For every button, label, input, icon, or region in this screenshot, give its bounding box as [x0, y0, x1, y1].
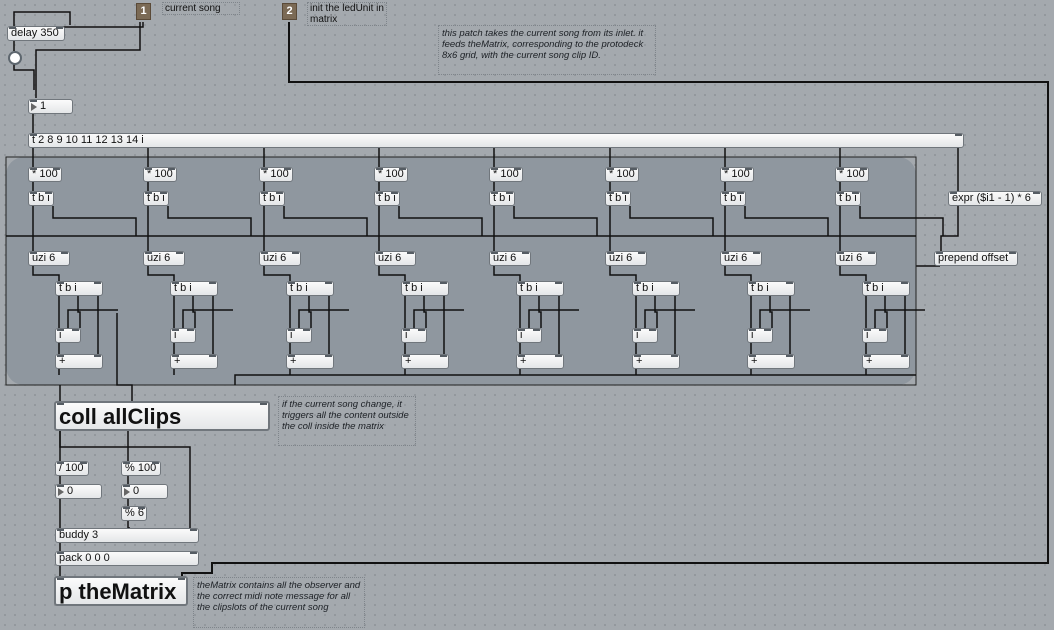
multiply-object[interactable]: * 100 — [835, 167, 869, 182]
trigger-tbi-inner-object[interactable]: t b i — [401, 281, 449, 296]
bang-toggle[interactable] — [8, 51, 22, 65]
divide-object[interactable]: / 100 — [55, 461, 89, 476]
patch-cord — [493, 266, 521, 281]
multiply-object[interactable]: * 100 — [259, 167, 293, 182]
plus-object[interactable]: + — [516, 354, 564, 369]
trigger-main[interactable]: t 2 8 9 10 11 12 13 14 i — [28, 133, 964, 148]
multiply-object[interactable]: * 100 — [28, 167, 62, 182]
inlet-1[interactable]: 1 — [136, 3, 151, 20]
int-object[interactable]: i — [632, 328, 658, 343]
patch-cord — [423, 296, 427, 328]
trigger-tbi-inner-object[interactable]: t b i — [286, 281, 334, 296]
int-object[interactable]: i — [516, 328, 542, 343]
trigger-tbi-object[interactable]: t b i — [489, 191, 515, 206]
patch-cord — [147, 266, 175, 281]
coll-object[interactable]: coll allClips — [54, 401, 270, 431]
trigger-tbi-inner-object[interactable]: t b i — [747, 281, 795, 296]
trigger-tbi-object[interactable]: t b i — [720, 191, 746, 206]
patch-cord — [654, 296, 658, 328]
thematrix-subpatch[interactable]: p theMatrix — [54, 576, 188, 606]
matrix-comment: theMatrix contains all the observer and … — [193, 577, 365, 628]
patch-cord — [769, 296, 773, 328]
uzi-object[interactable]: uzi 6 — [28, 251, 70, 266]
number-box-right[interactable]: 0 — [121, 484, 168, 499]
plus-object[interactable]: + — [286, 354, 334, 369]
trigger-tbi-object[interactable]: t b i — [143, 191, 169, 206]
uzi-object[interactable]: uzi 6 — [374, 251, 416, 266]
multiply-object[interactable]: * 100 — [720, 167, 754, 182]
patch-cord — [378, 266, 406, 281]
patch-cord — [308, 296, 312, 328]
patch-cord — [398, 206, 483, 236]
int-object[interactable]: i — [286, 328, 312, 343]
multiply-object[interactable]: * 100 — [605, 167, 639, 182]
patch-cord — [629, 206, 714, 236]
trigger-tbi-inner-object[interactable]: t b i — [632, 281, 680, 296]
patch-cord — [263, 266, 291, 281]
int-object[interactable]: i — [862, 328, 888, 343]
patch-cord — [167, 206, 252, 236]
patch-cord — [32, 266, 60, 281]
modulo-6-object[interactable]: % 6 — [121, 506, 147, 521]
multiply-object[interactable]: * 100 — [143, 167, 177, 182]
plus-object[interactable]: + — [401, 354, 449, 369]
number-box-main[interactable]: 1 — [28, 99, 73, 114]
plus-object[interactable]: + — [747, 354, 795, 369]
trigger-tbi-object[interactable]: t b i — [374, 191, 400, 206]
patch-cord — [839, 266, 867, 281]
number-box-left[interactable]: 0 — [55, 484, 102, 499]
patch-cord — [744, 206, 829, 236]
multiply-object[interactable]: * 100 — [489, 167, 523, 182]
uzi-object[interactable]: uzi 6 — [489, 251, 531, 266]
uzi-object[interactable]: uzi 6 — [259, 251, 301, 266]
plus-object[interactable]: + — [632, 354, 680, 369]
uzi-object[interactable]: uzi 6 — [720, 251, 762, 266]
trigger-tbi-object[interactable]: t b i — [605, 191, 631, 206]
trigger-tbi-inner-object[interactable]: t b i — [862, 281, 910, 296]
uzi-object[interactable]: uzi 6 — [605, 251, 647, 266]
trigger-tbi-object[interactable]: t b i — [28, 191, 54, 206]
trigger-tbi-inner-object[interactable]: t b i — [516, 281, 564, 296]
patch-cord — [77, 296, 81, 328]
prepend-object[interactable]: prepend offset — [934, 251, 1018, 266]
uzi-object[interactable]: uzi 6 — [143, 251, 185, 266]
delay-object[interactable]: delay 350 — [7, 26, 65, 41]
multiply-object[interactable]: * 100 — [374, 167, 408, 182]
inlet-2[interactable]: 2 — [282, 3, 297, 20]
trigger-tbi-inner-object[interactable]: t b i — [55, 281, 103, 296]
expr-object[interactable]: expr ($i1 - 1) * 6 — [948, 191, 1042, 206]
patch-cord — [859, 206, 944, 236]
plus-object[interactable]: + — [170, 354, 218, 369]
int-object[interactable]: i — [170, 328, 196, 343]
patch-cord — [884, 296, 888, 328]
modulo-100-object[interactable]: % 100 — [121, 461, 161, 476]
plus-object[interactable]: + — [862, 354, 910, 369]
trigger-tbi-object[interactable]: t b i — [259, 191, 285, 206]
int-object[interactable]: i — [55, 328, 81, 343]
uzi-object[interactable]: uzi 6 — [835, 251, 877, 266]
trigger-tbi-object[interactable]: t b i — [835, 191, 861, 206]
patch-cord — [538, 296, 542, 328]
trigger-tbi-inner-object[interactable]: t b i — [170, 281, 218, 296]
patch-cord — [52, 206, 137, 236]
buddy-object[interactable]: buddy 3 — [55, 528, 199, 543]
coll-comment: if the current song change, it triggers … — [278, 396, 416, 446]
patch-cord — [192, 296, 196, 328]
patch-description-comment: this patch takes the current song from i… — [438, 25, 656, 75]
inlet-1-label: current song — [162, 2, 240, 15]
int-object[interactable]: i — [401, 328, 427, 343]
patch-cord — [724, 266, 752, 281]
patch-cord — [513, 206, 598, 236]
int-object[interactable]: i — [747, 328, 773, 343]
plus-object[interactable]: + — [55, 354, 103, 369]
patch-cord — [609, 266, 637, 281]
pack-object[interactable]: pack 0 0 0 — [55, 551, 199, 566]
patch-cord — [283, 206, 368, 236]
inlet-2-label: init the ledUnit in matrix — [307, 2, 387, 26]
